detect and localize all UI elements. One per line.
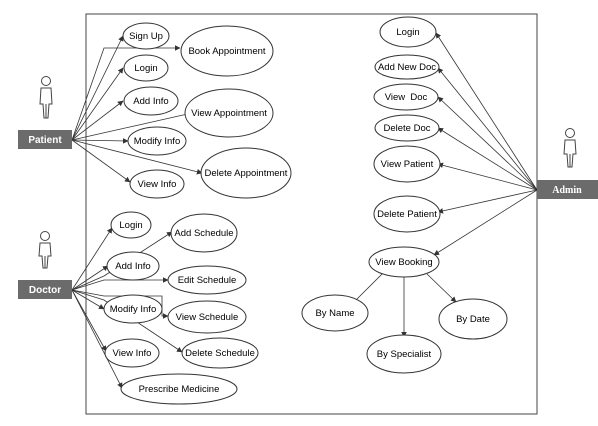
- use-case-label: Book Appointment: [188, 46, 265, 57]
- use-case-label: View Schedule: [176, 312, 239, 323]
- use-case-by-name[interactable]: By Name: [301, 294, 369, 332]
- actor-box-doctor: [18, 280, 72, 299]
- use-case-label: Modify Info: [110, 304, 156, 315]
- use-case-label: Prescribe Medicine: [139, 384, 220, 395]
- use-case-label: Add New Doc: [378, 62, 436, 73]
- use-case-label: Modify Info: [134, 136, 180, 147]
- stick-figure-icon: [39, 76, 53, 119]
- use-case-label: Edit Schedule: [178, 275, 237, 286]
- use-case-prescribe-medicine[interactable]: Prescribe Medicine: [120, 373, 238, 405]
- doctor-actor[interactable]: Doctor: [18, 231, 72, 300]
- use-case-label: View Doc: [385, 92, 428, 103]
- use-case-doctor-view-info[interactable]: View Info: [104, 338, 160, 368]
- use-case-label: View Appointment: [191, 108, 267, 119]
- actor-box-patient: [18, 130, 72, 149]
- use-case-label: Login: [134, 63, 157, 74]
- use-case-label: Delete Patient: [377, 209, 437, 220]
- use-case-delete-patient[interactable]: Delete Patient: [373, 195, 441, 233]
- use-case-label: Sign Up: [129, 31, 163, 42]
- actor-box-admin: [537, 180, 598, 199]
- use-case-label: View Patient: [381, 159, 434, 170]
- use-case-label: Delete Appointment: [205, 168, 288, 179]
- actor-label-admin: Admin: [552, 185, 582, 196]
- actor-label-patient: Patient: [28, 135, 62, 146]
- use-case-label: Add Info: [115, 261, 150, 272]
- use-case-doctor-modify-info[interactable]: Modify Info: [103, 294, 163, 324]
- use-case-label: By Name: [315, 308, 354, 319]
- use-case-doctor-login[interactable]: Login: [110, 211, 152, 239]
- use-case-view-doc[interactable]: View Doc: [373, 83, 439, 111]
- use-case-add-new-doc[interactable]: Add New Doc: [374, 54, 440, 80]
- use-case-admin-login[interactable]: Login: [379, 16, 437, 48]
- use-case-delete-appointment[interactable]: Delete Appointment: [200, 147, 292, 199]
- use-case-label: Add Schedule: [174, 228, 233, 239]
- use-case-label: View Booking: [375, 257, 432, 268]
- use-case-view-booking[interactable]: View Booking: [368, 246, 440, 278]
- use-case-edit-schedule[interactable]: Edit Schedule: [167, 265, 247, 295]
- use-case-sign-up[interactable]: Sign Up: [122, 22, 170, 50]
- use-case-label: View Info: [113, 348, 152, 359]
- use-case-label: View Info: [138, 179, 177, 190]
- stick-figure-icon: [563, 128, 577, 168]
- use-case-label: By Date: [456, 314, 490, 325]
- patient-actor[interactable]: Patient: [18, 76, 72, 150]
- use-case-book-appointment[interactable]: Book Appointment: [180, 25, 274, 77]
- use-case-add-schedule[interactable]: Add Schedule: [170, 213, 238, 253]
- admin-actor[interactable]: Admin: [537, 128, 598, 200]
- use-case-label: Login: [396, 27, 419, 38]
- use-case-patient-add-info[interactable]: Add Info: [123, 86, 179, 116]
- use-case-doctor-add-info[interactable]: Add Info: [106, 251, 160, 281]
- use-case-patient-login[interactable]: Login: [123, 54, 169, 82]
- use-case-delete-schedule[interactable]: Delete Schedule: [181, 337, 259, 369]
- use-case-label: Delete Schedule: [185, 348, 255, 359]
- use-case-view-appointment[interactable]: View Appointment: [184, 88, 274, 138]
- use-case-patient-modify-info[interactable]: Modify Info: [127, 126, 187, 156]
- use-case-by-date[interactable]: By Date: [438, 298, 508, 340]
- use-case-view-patient[interactable]: View Patient: [373, 145, 441, 183]
- use-case-by-specialist[interactable]: By Specialist: [366, 334, 442, 374]
- use-case-patient-view-info[interactable]: View Info: [129, 169, 185, 199]
- use-case-label: Login: [119, 220, 142, 231]
- use-case-label: By Specialist: [377, 349, 432, 360]
- system-boundary: [85, 13, 538, 415]
- use-case-view-schedule[interactable]: View Schedule: [167, 300, 247, 334]
- use-case-label: Add Info: [133, 96, 168, 107]
- use-case-label: Delete Doc: [384, 123, 431, 134]
- stick-figure-icon: [38, 231, 52, 269]
- association-lines: [71, 32, 538, 389]
- actor-label-doctor: Doctor: [29, 285, 61, 296]
- use-case-delete-doc[interactable]: Delete Doc: [374, 114, 440, 142]
